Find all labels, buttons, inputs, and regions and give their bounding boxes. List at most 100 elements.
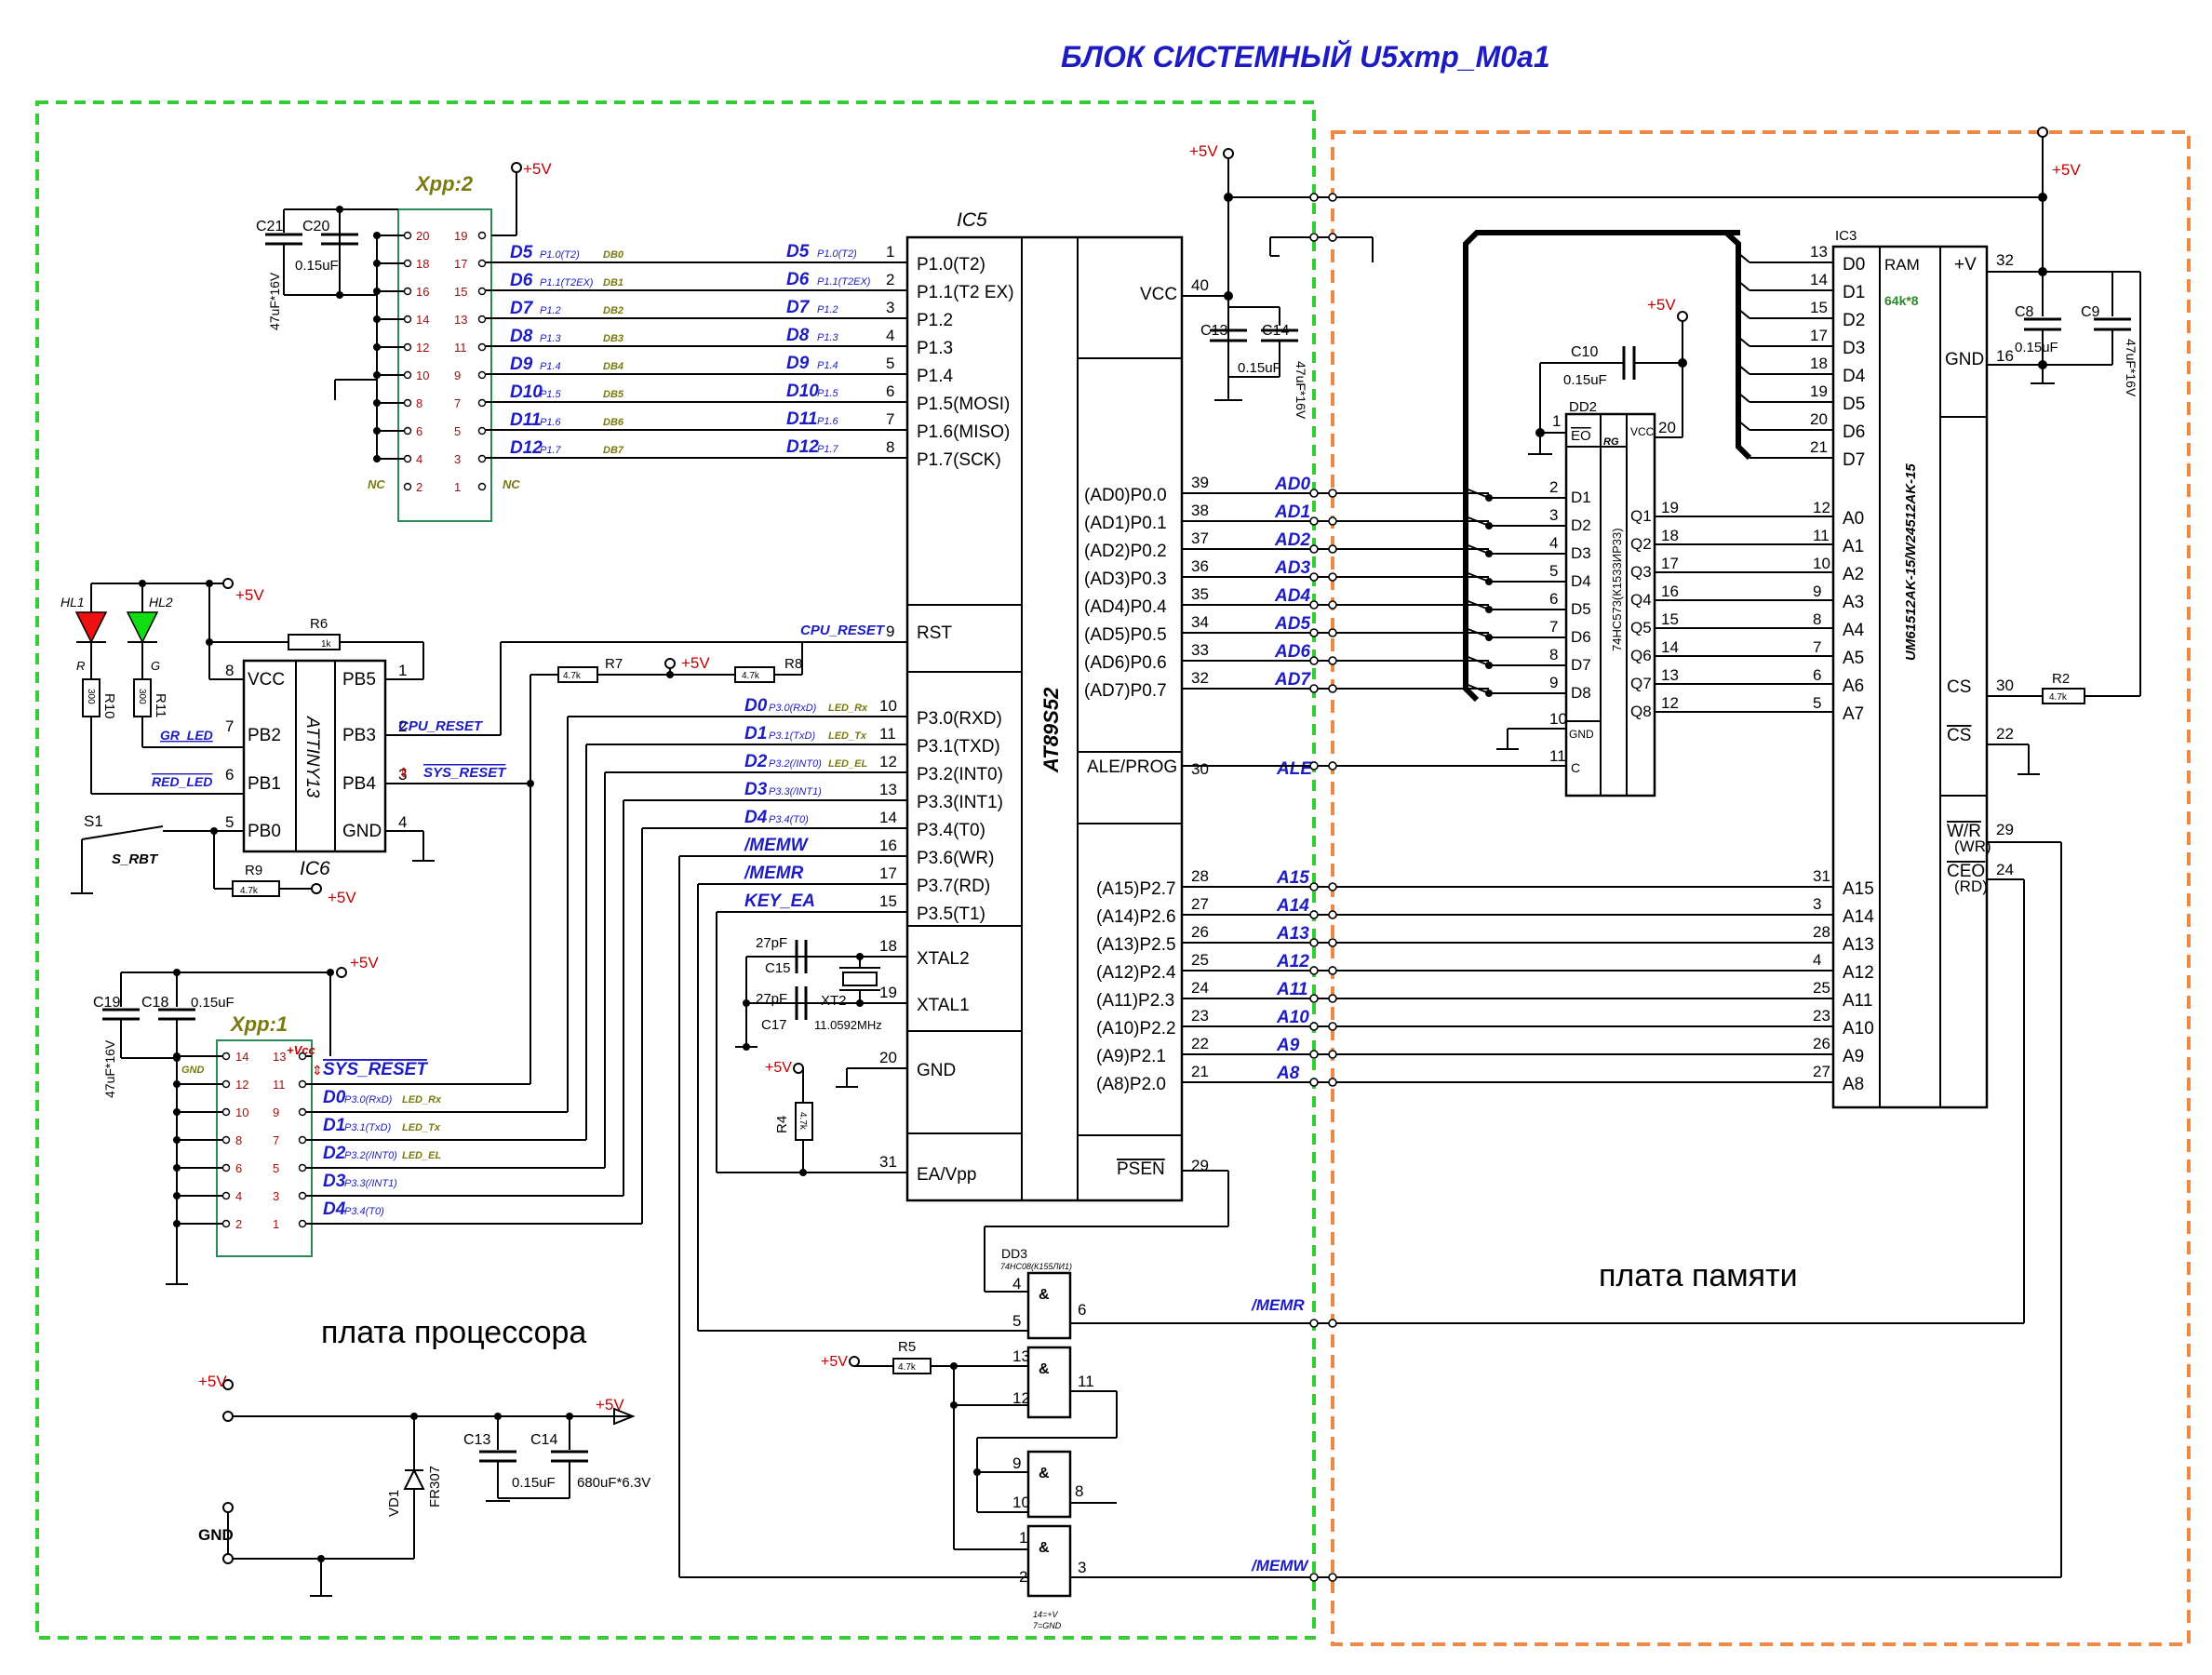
ic5-p3-net-7: KEY_EA — [744, 891, 815, 911]
xpp2-pin-2: 2 — [416, 480, 422, 494]
xpp2-db-1: DB1 — [603, 277, 623, 288]
ic5-pin-24: 24 — [1191, 979, 1209, 997]
dd3-pin-5: 5 — [1012, 1312, 1021, 1330]
dd3-note2: 7=GND — [1033, 1621, 1062, 1630]
dd3-pin-1: 1 — [1019, 1529, 1027, 1547]
ic5-pin-29: 29 — [1191, 1157, 1209, 1174]
ad-net-6: AD6 — [1274, 642, 1310, 662]
dd2-dpin-9: 9 — [1549, 674, 1558, 691]
r8-ref: R8 — [784, 656, 802, 672]
dd2-dpin-7: 7 — [1549, 618, 1558, 636]
xpp1-net-5: D4 — [323, 1199, 346, 1219]
ic3-pin-28: 28 — [1813, 923, 1830, 941]
a-net-6: A9 — [1276, 1036, 1300, 1055]
page-title: БЛОК СИСТЕМНЫЙ U5xmp_M0a1 — [1061, 40, 1550, 74]
ic5-pin-17: 17 — [879, 864, 897, 882]
gr-led-net: GR_LED — [160, 728, 213, 743]
ic5-pin-33: 33 — [1191, 641, 1209, 659]
ic3-pin-20: 20 — [1810, 410, 1828, 428]
ic5-pin-12: 12 — [879, 753, 897, 770]
dd2-qpin-18: 18 — [1661, 527, 1679, 544]
ic5-pin-6: 6 — [886, 382, 894, 400]
ic5-pin-16: 16 — [879, 837, 897, 854]
dd3-pin-13: 13 — [1012, 1347, 1030, 1365]
ic5-pin-15: 15 — [879, 892, 897, 910]
dd3-pin-4: 4 — [1012, 1275, 1021, 1293]
gate1-symbol: & — [1039, 1287, 1050, 1303]
ic5-pin-2: 2 — [886, 271, 894, 288]
ic3-pin-8: 8 — [1813, 610, 1821, 628]
ic5-p3-sub-1: P3.1(TxD) — [769, 730, 815, 742]
ic5-pinname-11: P3.1(TXD) — [917, 737, 1000, 757]
ic3-ram-label: RAM — [1884, 256, 1920, 274]
xpp1-pin-11: 11 — [273, 1078, 286, 1092]
xpp2-sub-0: P1.0(T2) — [540, 249, 580, 261]
ic3-pinname-A6: A6 — [1843, 677, 1864, 696]
ic5-p3-sub-3: P3.3(/INT1) — [769, 786, 822, 797]
ic5-pinname-35: (AD4)P0.4 — [1084, 597, 1167, 617]
ic5-net-D9: D9 — [786, 354, 810, 373]
dd2-dname-2: D3 — [1571, 544, 1591, 562]
gate3-symbol: & — [1039, 1466, 1050, 1481]
ic5-p3-net-3: D3 — [744, 780, 768, 799]
ic5-pinname-20: GND — [917, 1061, 956, 1080]
ic3-pin-18: 18 — [1810, 355, 1828, 372]
a-net-0: A15 — [1276, 868, 1309, 888]
ic3-pin-11: 11 — [1813, 527, 1830, 544]
ic5-pinname-28: (A15)P2.7 — [1096, 879, 1176, 899]
reset-nets: CPU_RESET CPU_RESET SYS_RESET ⇕ +5V R7 4… — [385, 623, 907, 1084]
ic3-pinname-A11: A11 — [1843, 991, 1872, 1011]
xpp2-nc-right: NC — [503, 477, 520, 491]
dd2-part: 74HC573(К1533ИР33) — [1610, 528, 1624, 651]
ic5-p3-net-0: D0 — [744, 696, 768, 716]
xpp2-db-0: DB0 — [603, 249, 624, 261]
xpp2-net-4: D9 — [510, 355, 533, 374]
ic3-pinname-A13: A13 — [1843, 935, 1874, 955]
ic5-pinname-18: XTAL2 — [917, 949, 970, 969]
dd2-qname-6: Q7 — [1630, 675, 1652, 692]
ic5-p3-net-2: D2 — [744, 752, 768, 771]
ic5-pin-19: 19 — [879, 984, 897, 1001]
xpp2-sub-1: P1.1(T2EX) — [540, 277, 594, 288]
ic3-ctrl-name-0: CS — [1947, 677, 1971, 697]
xpp1-ref: Xpp:1 — [229, 1012, 288, 1036]
xpp2-sub-6: P1.6 — [540, 417, 562, 428]
dd2-vcc-label2: +5V — [1647, 296, 1676, 314]
dd2-dpin-5: 5 — [1549, 562, 1558, 580]
xpp2-nc-left: NC — [368, 477, 385, 491]
dd3-ref: DD3 — [1001, 1246, 1027, 1261]
c14a-ref: C14 — [1262, 323, 1289, 339]
a-net-5: A10 — [1276, 1008, 1309, 1027]
ic3-pin-26: 26 — [1813, 1035, 1830, 1052]
ic3-pin-10: 10 — [1813, 555, 1830, 572]
dd2-c-label: C — [1571, 760, 1580, 775]
xpp2-db-3: DB3 — [603, 333, 623, 344]
ic5-pinname-24: (A11)P2.3 — [1096, 991, 1174, 1011]
xpp2-pin-12: 12 — [416, 341, 429, 355]
ic5-p3-sub-4: P3.4(T0) — [769, 814, 809, 825]
xpp1-gnd: GND — [181, 1065, 205, 1076]
c20-val: 0.15uF — [295, 258, 339, 274]
xpp1-pin-9: 9 — [273, 1106, 279, 1119]
ic3-pin-30: 30 — [1996, 677, 2014, 694]
dd2-dpin-6: 6 — [1549, 590, 1558, 608]
xpp2-net-7: D12 — [510, 438, 543, 458]
ic3-pin-15: 15 — [1810, 299, 1828, 316]
red-led-net: RED_LED — [152, 774, 212, 789]
ic5-pin-18: 18 — [879, 937, 897, 955]
xpp1-pin-6: 6 — [235, 1161, 242, 1175]
xpp2-db-2: DB2 — [603, 305, 623, 316]
ic3-pin-9: 9 — [1813, 583, 1821, 600]
xpp2-pin-3: 3 — [454, 452, 461, 466]
ic5-sub-D11: P1.6 — [817, 416, 839, 427]
ic3-pinname-D6: D6 — [1843, 422, 1865, 442]
r6-val: 1k — [321, 639, 332, 650]
xpp1-tag-1: LED_Rx — [402, 1094, 442, 1106]
ic3-pin-3: 3 — [1813, 895, 1821, 913]
ic3-pin-31: 31 — [1813, 867, 1830, 885]
ic3-ref: IC3 — [1835, 228, 1857, 244]
ram-control: 4.7k R2 — [1987, 271, 2141, 775]
c21-val: 47uF*16V — [267, 272, 282, 330]
c19-val: 47uF*16V — [102, 1039, 117, 1098]
ic5-pinname-13: P3.3(INT1) — [917, 793, 1003, 812]
